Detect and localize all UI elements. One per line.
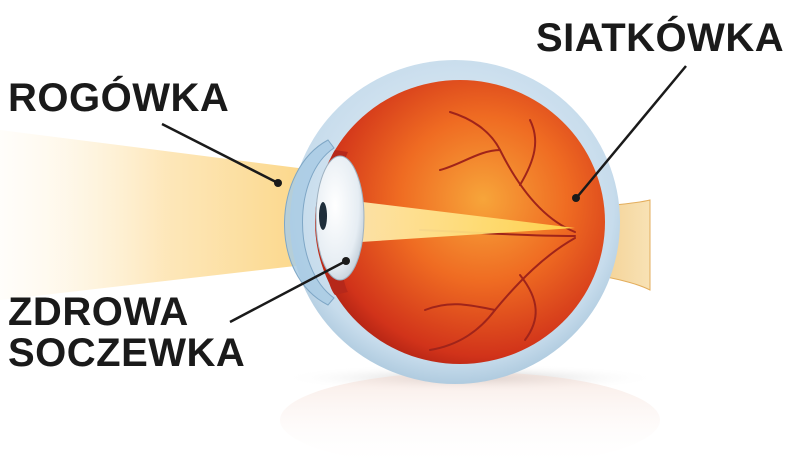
lens-label: ZDROWA SOCZEWKA — [8, 292, 245, 374]
leader-line-retina — [578, 66, 686, 196]
leader-dot-retina — [572, 194, 580, 202]
leader-dot-lens — [342, 257, 350, 265]
retina-label: SIATKÓWKA — [536, 18, 784, 58]
lens-label-line1: ZDROWA — [8, 292, 245, 333]
pupil — [319, 202, 327, 230]
cornea-label: ROGÓWKA — [8, 78, 229, 118]
leader-dot-cornea — [274, 179, 282, 187]
light-beam — [0, 130, 330, 300]
lens-label-line2: SOCZEWKA — [8, 333, 245, 374]
eye-reflection — [280, 372, 660, 468]
